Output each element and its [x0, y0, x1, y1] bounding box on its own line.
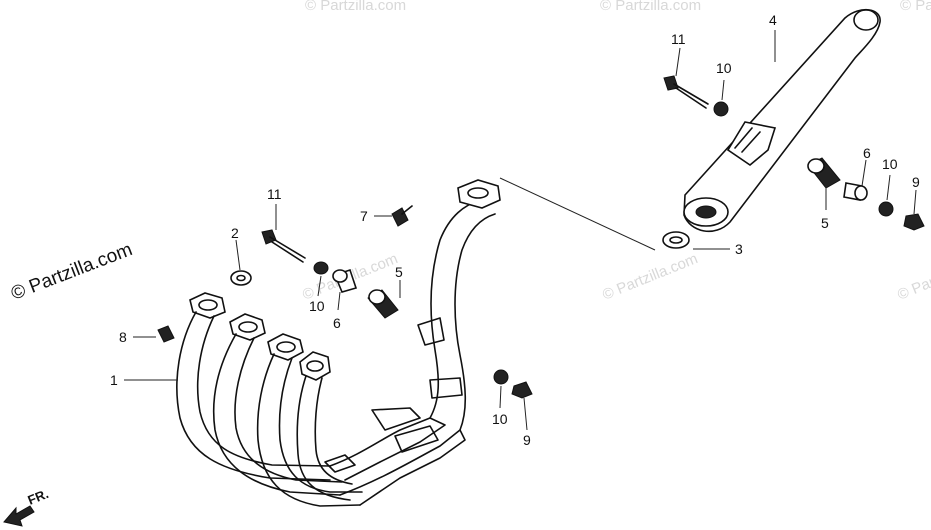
watermark: © Partzilla.com [305, 0, 406, 14]
copyright-text: © Partzilla.com [8, 239, 135, 304]
watermark: © Partzilla.com [895, 250, 931, 304]
nut [511, 381, 533, 399]
bolt [391, 205, 413, 227]
watermark: © Partzilla.com [900, 0, 931, 14]
bolt [663, 75, 709, 109]
callout-6: 6 [333, 315, 341, 331]
callout-6: 6 [863, 145, 871, 161]
callout-10: 10 [882, 156, 898, 172]
collar [843, 182, 868, 201]
washer [878, 201, 894, 217]
watermark: © Partzilla.com [600, 0, 701, 14]
callout-11: 11 [671, 31, 686, 47]
washer [713, 101, 729, 117]
callout-9: 9 [912, 174, 920, 190]
callout-10: 10 [716, 60, 732, 76]
rubber-mount [807, 157, 841, 189]
watermark: © Partzilla.com [600, 250, 700, 304]
callout-5: 5 [395, 264, 403, 280]
callout-3: 3 [735, 241, 743, 257]
callout-9: 9 [523, 432, 531, 448]
collar [332, 268, 358, 293]
callout-10: 10 [309, 298, 325, 314]
washer [493, 369, 509, 385]
direction-label: FR. [26, 486, 51, 508]
callout-8: 8 [119, 329, 127, 345]
callout-10: 10 [492, 411, 508, 427]
callout-1: 1 [110, 372, 118, 388]
callout-4: 4 [769, 12, 777, 28]
rubber-mount [367, 289, 399, 319]
front-direction-arrow: FR. [3, 486, 51, 527]
callout-11: 11 [267, 186, 282, 202]
nut [903, 213, 925, 231]
callout-2: 2 [231, 225, 239, 241]
exhaust-header-pipes [176, 179, 501, 507]
callout-7: 7 [360, 208, 368, 224]
callouts: 1 2 3 4 5 5 6 6 7 8 9 9 10 10 10 10 11 1… [110, 12, 920, 448]
washer [313, 261, 329, 275]
gasket [662, 231, 690, 249]
callout-5: 5 [821, 215, 829, 231]
bolt [261, 229, 306, 263]
muffler [683, 9, 881, 233]
washer [230, 270, 252, 286]
bolt [157, 325, 175, 343]
